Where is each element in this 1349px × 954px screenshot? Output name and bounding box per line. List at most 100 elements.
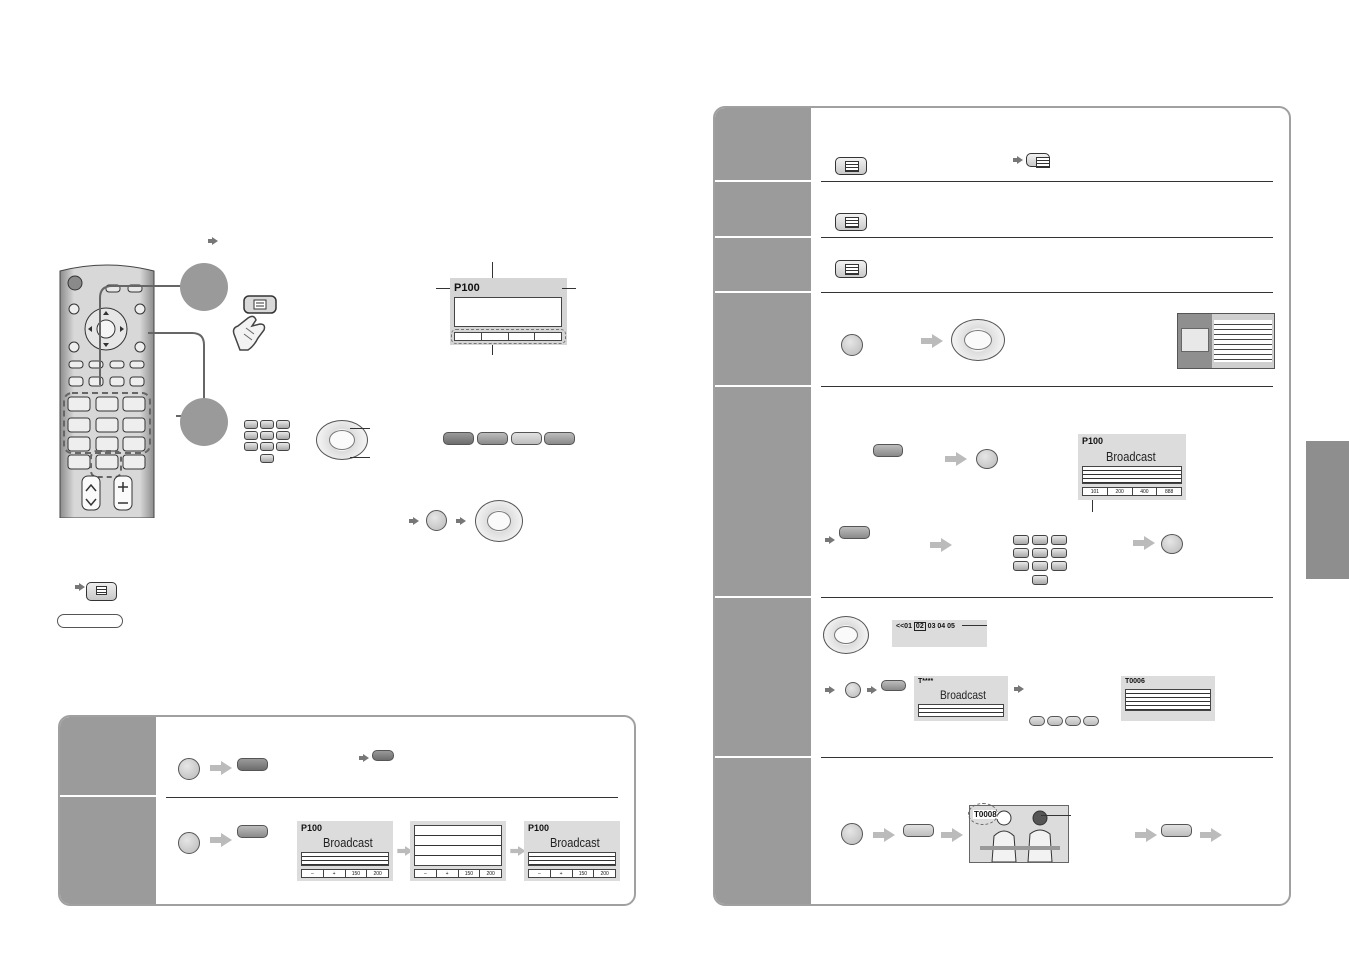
side-divider [715, 385, 811, 387]
ok-button[interactable] [426, 510, 447, 531]
color-button[interactable] [903, 824, 934, 837]
text-lines [1125, 689, 1211, 711]
row-divider [821, 181, 1273, 182]
color-button[interactable] [1083, 716, 1099, 726]
color-button[interactable] [372, 750, 394, 761]
leader-line [962, 625, 987, 626]
color-button[interactable] [1047, 716, 1063, 726]
row-divider [821, 597, 1273, 598]
fastext-green-button[interactable] [477, 432, 508, 445]
people-picture [980, 810, 1060, 862]
dpad-icon [951, 319, 1005, 361]
tv-mode-icon[interactable] [835, 213, 867, 231]
text-lines [1082, 466, 1182, 484]
fastext-blue-button[interactable] [544, 432, 575, 445]
seq-arrow-1 [409, 517, 419, 525]
update-screen: T0008 [968, 803, 1069, 863]
ok-button[interactable] [178, 832, 200, 854]
dpad-icon [823, 616, 869, 654]
mini-arrow [1013, 156, 1023, 164]
leader-line [1092, 500, 1093, 512]
panel-side-column [60, 717, 156, 904]
note-label [57, 614, 123, 628]
step-arrow [945, 452, 967, 466]
leader-dpad-down [350, 457, 370, 458]
side-divider [715, 596, 811, 598]
tv-mode-icon[interactable] [1026, 153, 1050, 168]
intro-arrow [208, 237, 218, 245]
leader-top [492, 262, 493, 278]
broadcast-title: Broadcast [323, 835, 373, 850]
screen-content-box [454, 297, 562, 327]
page-number: T0006 [1125, 678, 1145, 685]
step-arrow [921, 334, 943, 348]
panel-side-divider [60, 795, 156, 797]
broadcast-title: Broadcast [940, 688, 986, 702]
step-arrow [210, 761, 232, 775]
ok-button[interactable] [976, 449, 998, 469]
step-arrow [1133, 536, 1155, 550]
color-button[interactable] [237, 825, 268, 838]
ok-button[interactable] [845, 682, 861, 698]
ok-button[interactable] [178, 758, 200, 780]
color-button[interactable] [839, 526, 870, 539]
ok-button[interactable] [1161, 534, 1183, 554]
color-button[interactable] [873, 444, 903, 457]
seq-arrow-2 [456, 517, 466, 525]
broadcast-title: Broadcast [550, 835, 600, 850]
leader-left [436, 288, 450, 289]
text-lines [918, 704, 1004, 717]
text-lines [414, 825, 502, 866]
result-screen: T0006 [1121, 676, 1215, 721]
leader-dpad-up [350, 428, 370, 429]
search-screen: T**** Broadcast [914, 676, 1008, 721]
text-lines [528, 852, 616, 866]
section-tab [1306, 441, 1349, 579]
color-button[interactable] [881, 680, 906, 691]
teletext-screen-diagram: P100 [450, 278, 567, 345]
tv-mode-icon[interactable] [835, 260, 867, 278]
side-divider [715, 756, 811, 758]
ok-button[interactable] [841, 823, 863, 845]
step-arrow [941, 828, 963, 842]
color-button[interactable] [1065, 716, 1081, 726]
page-highlight [968, 803, 998, 825]
ok-button[interactable] [841, 334, 863, 356]
text-lines [301, 852, 389, 866]
color-button[interactable] [237, 758, 268, 771]
mini-arrow [867, 686, 877, 694]
page-number: P100 [1082, 436, 1104, 446]
teletext-button-icon[interactable] [86, 582, 117, 601]
step-arrow [397, 846, 413, 856]
fastext-yellow-button[interactable] [511, 432, 542, 445]
leader-right [562, 288, 576, 289]
subpage-strip: <<01 02 03 04 05 [892, 620, 987, 647]
subpage-selected[interactable]: 02 [913, 622, 926, 631]
row-divider [821, 237, 1273, 238]
dpad-icon [316, 420, 368, 460]
exit-arrow [75, 583, 85, 591]
subpage-prefix: <<01 [896, 623, 912, 630]
step-arrow [930, 538, 952, 552]
side-divider [715, 291, 811, 293]
step-arrow [210, 833, 232, 847]
panel-row-divider [166, 797, 618, 798]
color-button[interactable] [1161, 824, 1192, 837]
leader-bottom [492, 345, 493, 355]
fastext-red-button[interactable] [443, 432, 474, 445]
broadcast-title: Broadcast [1106, 449, 1156, 464]
panel-side-column [715, 108, 811, 904]
tv-mode-icon[interactable] [835, 157, 867, 175]
mini-arrow [825, 536, 835, 544]
mini-arrow [359, 754, 369, 762]
color-button[interactable] [1029, 716, 1045, 726]
leader-line [1041, 815, 1071, 816]
text-half [1214, 320, 1272, 362]
